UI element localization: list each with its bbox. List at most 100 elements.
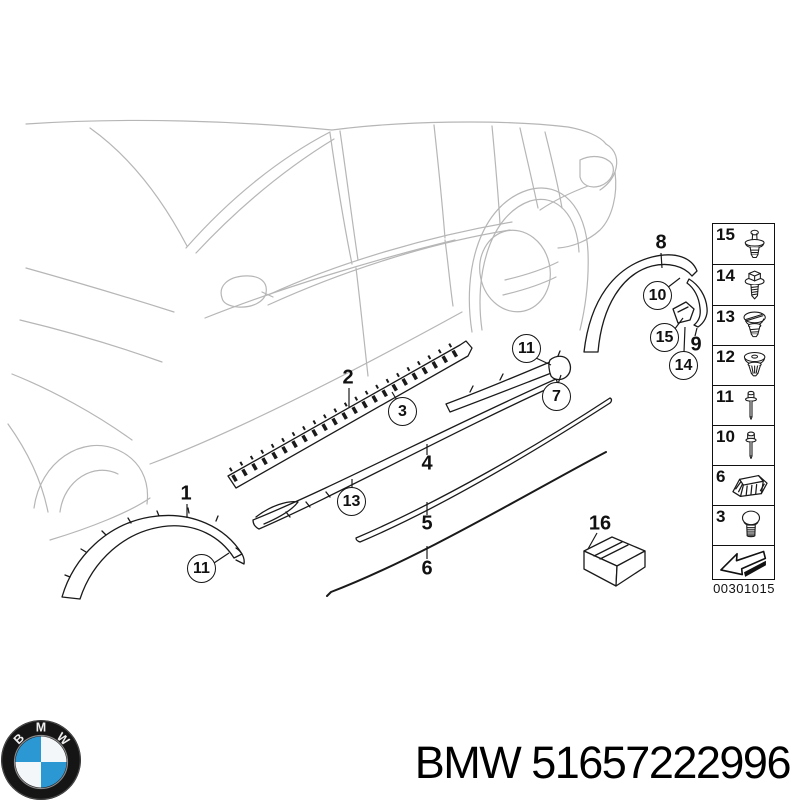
car-front-fender-line [11,373,133,441]
callout-label: 13 [342,492,361,510]
part-label-2: 2 [342,366,354,389]
part-label-4: 4 [421,452,433,475]
fastener-legend: 15 14 13 [712,223,775,580]
legend-number: 13 [716,307,735,326]
car-roof-far-rail [25,119,333,131]
leader-lines [186,252,698,564]
car-outline-sketch [7,119,618,541]
car-bumper-lines [502,261,559,296]
car-rear-door-gap [444,239,454,307]
car-cowl-line [19,319,163,363]
callout-15: 15 [650,323,679,352]
car-belt-line-2 [267,229,511,306]
rear-wheel-arch-trim [583,254,698,353]
legend-number: 12 [716,347,735,366]
arch-bracket [672,278,708,328]
legend-row-13: 13 [713,306,774,346]
legend-row-3: 3 [713,506,774,546]
callout-13: 13 [337,487,366,516]
sill-cover-strip [252,378,559,530]
car-roof-near-rail [331,121,607,145]
car-rear-arch-flange [468,187,589,333]
legend-number: 6 [716,467,726,486]
car-c-pillar [433,124,446,239]
car-b-pillar [329,130,359,265]
grommet-clip-icon [743,351,766,376]
legend-number: 15 [716,225,735,244]
car-quarter-divider [491,125,501,225]
support-pad-icon [732,474,768,497]
sill-end-piece [445,350,572,413]
car-rocker-line [149,311,463,465]
car-hood-line [25,267,175,313]
bmw-logo-quadrant-white [41,736,67,762]
legend-row-6: 6 [713,466,774,506]
legend-row-12: 12 [713,346,774,386]
callout-3: 3 [388,397,417,426]
car-rear-wheel [479,229,551,313]
car-front-lower-sketch [7,423,151,541]
fitting-kit-box [583,536,646,587]
legend-row-arrow [713,546,774,579]
callout-label: 15 [655,328,674,346]
legend-row-14: 14 [713,265,774,306]
part-label-5: 5 [421,512,433,535]
car-rear-fender-top [539,185,589,211]
slotted-clip-icon [743,311,766,337]
car-a-pillar-inner [195,138,335,254]
car-windshield-edge [89,127,188,247]
part-label-6: 6 [421,557,433,580]
car-belt-line [267,221,513,296]
callout-label: 10 [648,286,667,304]
car-front-wheel [59,469,119,513]
car-front-arch [33,444,149,509]
sill-carrier-rail [227,339,473,489]
washer-screw-icon [744,270,765,300]
round-bolt-icon [741,510,761,537]
bmw-logo-quadrant-blue [15,736,41,762]
callout-label: 7 [552,387,561,405]
bmw-logo: B M W [1,720,81,800]
door-sill-strip [355,397,613,543]
part-number-text: BMW 51657222996 [414,737,792,788]
sill-seal-strip [326,451,607,597]
callout-11-sill: 11 [512,334,541,363]
front-wheel-arch-trim [61,507,245,600]
part-label-9: 9 [690,333,702,356]
callout-label: 11 [193,559,210,577]
direction-arrow-icon [720,550,767,577]
legend-number: 10 [716,427,735,446]
callout-label: 14 [674,356,693,374]
legend-row-15: 15 [713,224,774,265]
callout-7: 7 [542,382,571,411]
blind-rivet-icon [745,390,757,420]
car-front-door-gap [355,267,369,377]
car-rear-arch-inner [479,198,580,331]
bmw-logo-quadrant-white [15,762,41,788]
bmw-logo-letter-m: M [36,721,46,735]
legend-row-10: 10 [713,426,774,466]
legend-row-11: 11 [713,386,774,426]
car-d-pillar [519,127,563,209]
callout-10: 10 [643,281,672,310]
legend-number: 3 [716,507,726,526]
car-door-crease [204,239,456,319]
car-rear-bumper [557,171,617,249]
part-label-8: 8 [655,231,667,254]
callout-label: 3 [398,402,407,420]
bmw-logo-quadrant-blue [41,762,67,788]
diagram-number: 00301015 [713,581,775,596]
blind-rivet-icon [745,431,757,459]
car-hatch-edge [599,143,618,191]
part-label-1: 1 [180,482,192,505]
callout-11-front: 11 [187,554,216,583]
part-label-16: 16 [588,512,612,535]
callout-14: 14 [669,351,698,380]
legend-number: 14 [716,266,735,285]
legend-number: 11 [716,387,734,406]
car-a-pillar [185,131,331,249]
expanding-rivet-icon [744,229,765,259]
car-taillight [579,155,614,188]
